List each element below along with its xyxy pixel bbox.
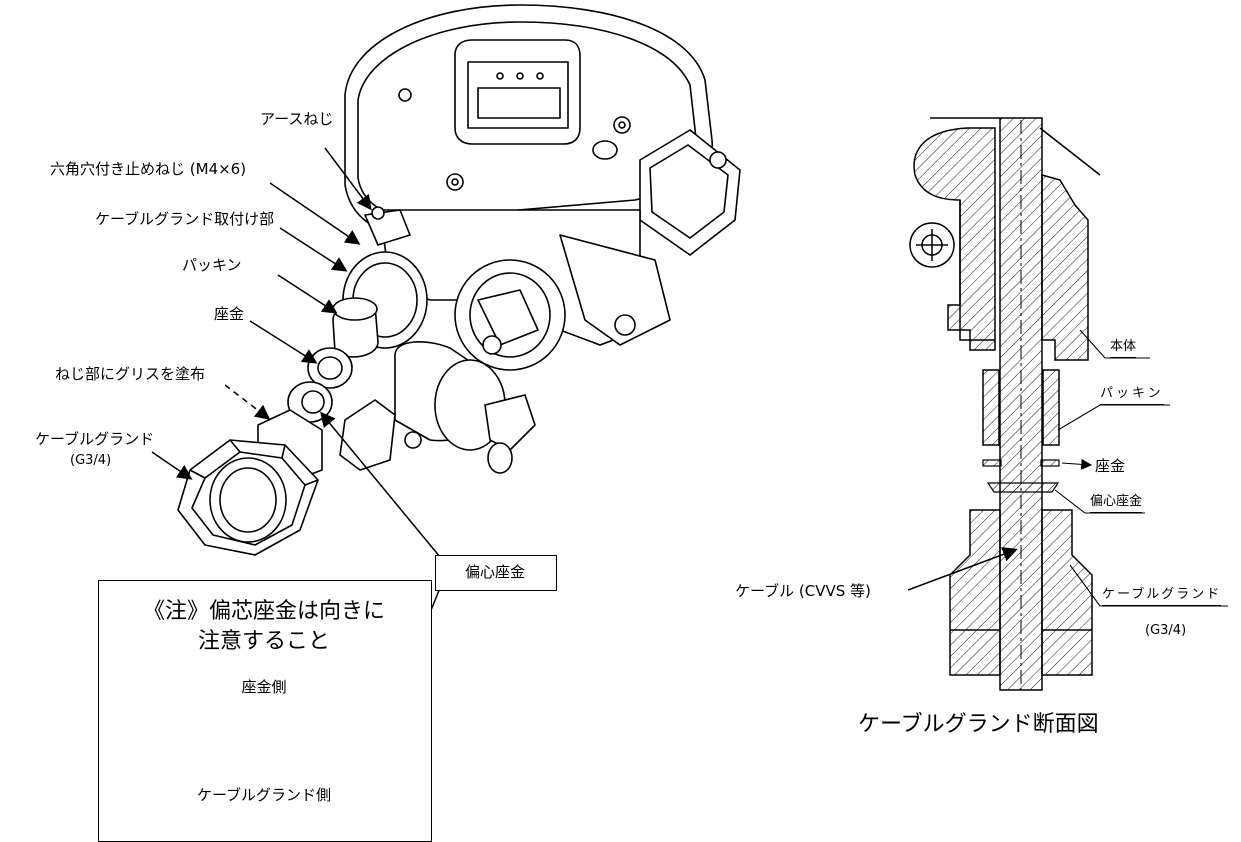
label-earth-screw: アースねじ xyxy=(260,110,334,128)
section-body-left xyxy=(909,127,996,351)
section-label-cable: ケーブル (CVVS 等) xyxy=(735,582,871,600)
section-label-eccentric-washer: 偏心座金 xyxy=(1090,493,1143,513)
section-packing-left xyxy=(982,369,1000,446)
packing-part xyxy=(332,297,379,358)
section-label-cable-gland-size: (G3/4) xyxy=(1145,623,1187,638)
section-label-packing: パッキン xyxy=(1100,385,1164,405)
section-label-cable-gland: ケーブルグランド xyxy=(1102,586,1222,606)
section-body-outline xyxy=(930,117,1101,176)
right-leader-lines xyxy=(907,329,1228,607)
label-packing: パッキン xyxy=(182,256,242,274)
label-eccentric-washer: 偏心座金 xyxy=(464,563,525,581)
label-washer: 座金 xyxy=(214,305,245,323)
eccentric-washer-callout-box xyxy=(435,555,557,591)
section-packing-right xyxy=(1042,369,1060,446)
section-label-washer: 座金 xyxy=(1095,457,1126,475)
note-line-1: 《注》偏芯座金は向きに xyxy=(142,599,385,624)
note-box xyxy=(98,580,432,842)
label-grease: ねじ部にグリスを塗布 xyxy=(55,365,206,383)
label-hex-set-screw: 六角穴付き止めねじ (M4×6) xyxy=(50,160,247,178)
section-caption: ケーブルグランド断面図 xyxy=(858,712,1099,737)
section-gland xyxy=(949,509,1093,676)
device-body xyxy=(339,4,741,474)
label-cable-gland-size: (G3/4) xyxy=(70,453,112,468)
label-gland-mount: ケーブルグランド取付け部 xyxy=(95,210,275,228)
section-label-body: 本体 xyxy=(1110,338,1137,358)
section-washer-right xyxy=(1040,459,1060,467)
label-cable-gland: ケーブルグランド xyxy=(35,430,155,448)
note-line-2: 注意すること xyxy=(197,629,330,654)
cable-gland-part xyxy=(177,409,323,556)
section-washer-left xyxy=(982,459,1002,467)
note-washer-side: 座金側 xyxy=(241,678,287,696)
section-body-right xyxy=(1041,174,1089,361)
note-gland-side: ケーブルグランド側 xyxy=(196,786,332,804)
washer-part xyxy=(307,347,353,389)
section-cable xyxy=(999,117,1043,691)
